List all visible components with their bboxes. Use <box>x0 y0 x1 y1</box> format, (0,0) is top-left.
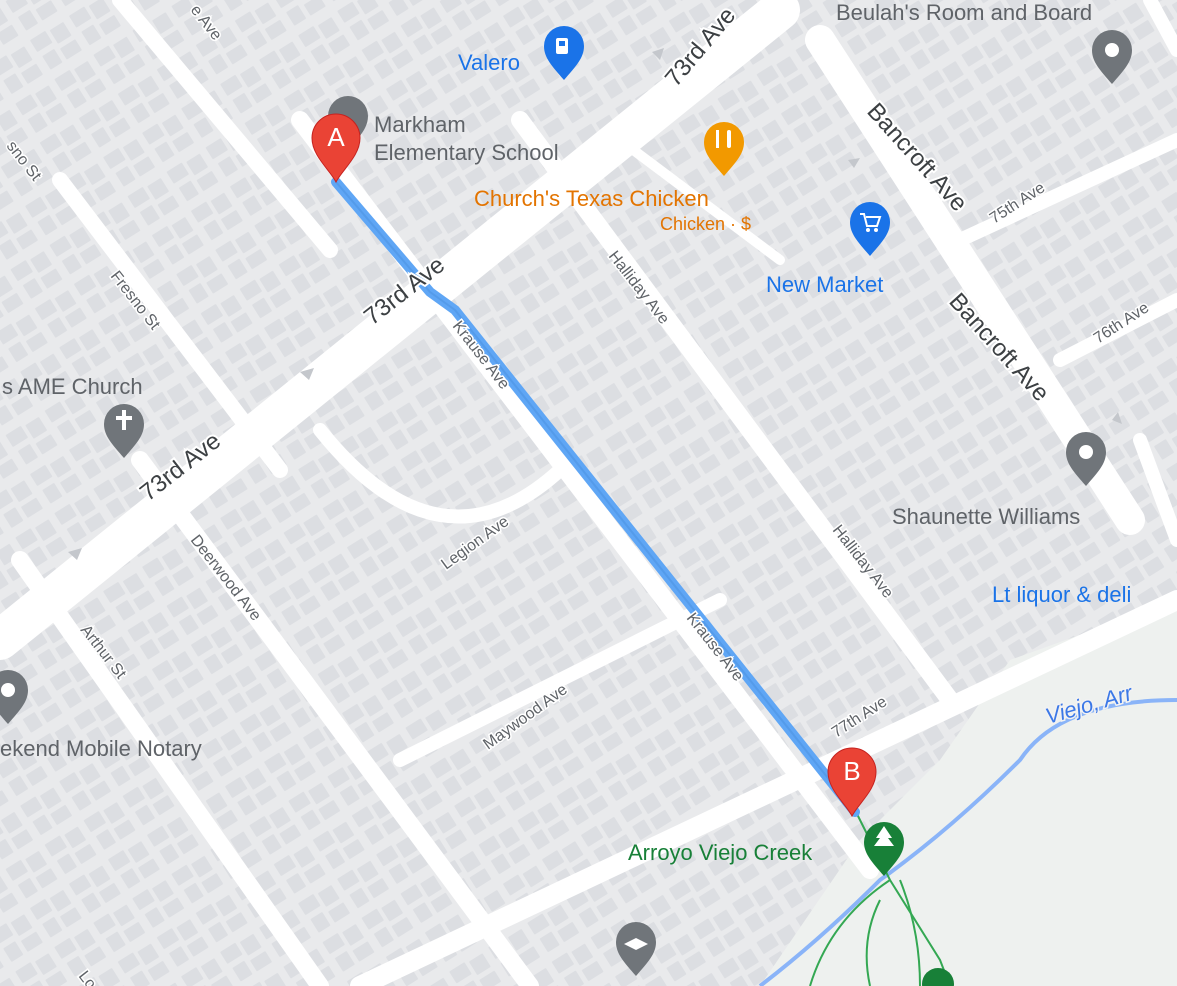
poi-label-ame-church[interactable]: s AME Church <box>2 374 143 399</box>
poi-label-churchs-sub: Chicken · $ <box>660 214 751 234</box>
shopping-cart-icon[interactable] <box>850 202 890 256</box>
location-pin-icon[interactable] <box>0 670 28 724</box>
poi-label-markham-2[interactable]: Elementary School <box>374 140 559 165</box>
creek-line <box>758 698 1177 986</box>
route-start-marker[interactable]: A <box>311 113 361 184</box>
park-area <box>760 600 1177 986</box>
valero-icon[interactable] <box>544 26 584 80</box>
graduation-cap-icon[interactable] <box>616 922 656 976</box>
poi-label-arroyo[interactable]: Arroyo Viejo Creek <box>628 840 813 865</box>
poi-label-shaunette[interactable]: Shaunette Williams <box>892 504 1080 529</box>
poi-label-new-market[interactable]: New Market <box>766 272 883 297</box>
poi-label-churchs[interactable]: Church's Texas Chicken <box>474 186 709 211</box>
poi-label-lt-liquor[interactable]: Lt liquor & deli <box>992 582 1131 607</box>
marker-b-label: B <box>843 756 860 786</box>
oneway-arrows <box>68 48 1122 560</box>
poi-label-notary[interactable]: ekend Mobile Notary <box>0 736 202 761</box>
church-icon[interactable] <box>104 404 144 458</box>
location-pin-icon[interactable] <box>922 968 954 986</box>
poi-label-markham-1[interactable]: Markham <box>374 112 466 137</box>
restaurant-icon[interactable] <box>704 122 744 176</box>
route-end-marker[interactable]: B <box>827 747 877 818</box>
location-pin-icon[interactable] <box>1066 432 1106 486</box>
poi-label-beulah[interactable]: Beulah's Room and Board <box>836 0 1092 25</box>
park-tree-icon[interactable] <box>864 822 904 876</box>
marker-a-label: A <box>327 122 345 152</box>
poi-label-valero[interactable]: Valero <box>458 50 520 75</box>
location-pin-icon[interactable] <box>1092 30 1132 84</box>
